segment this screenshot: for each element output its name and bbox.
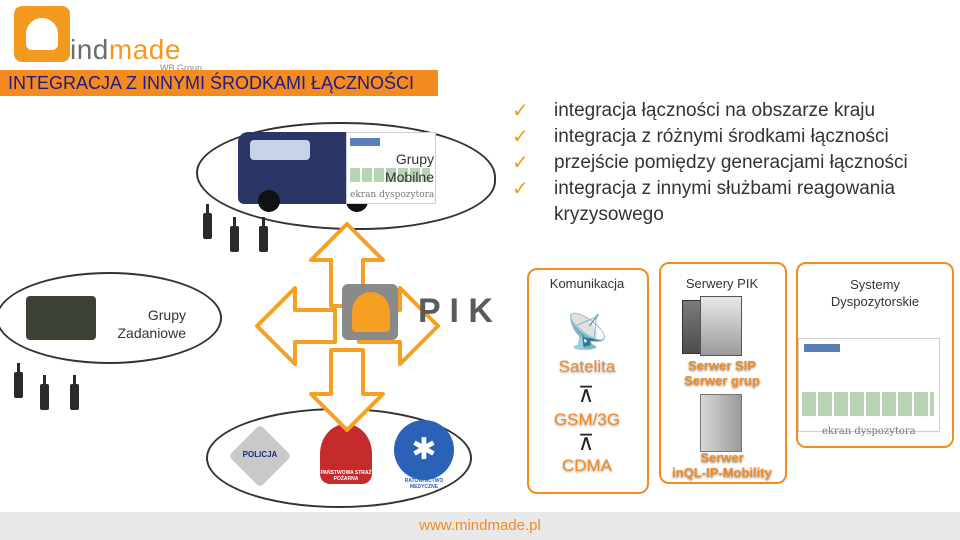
check-icon: ✓ bbox=[512, 176, 529, 202]
handheld-radio bbox=[203, 213, 212, 239]
comm-satellite: Satelita bbox=[527, 357, 647, 377]
checklist-item: ✓integracja łączności na obszarze kraju bbox=[512, 98, 952, 124]
mindmade-logo-text: indmade bbox=[70, 34, 181, 66]
screen-header bbox=[804, 344, 840, 352]
pik-label: P I K bbox=[418, 292, 493, 331]
inql-server-label: Serwer inQL-IP-Mobility bbox=[659, 450, 785, 480]
checklist-item: ✓integracja z innymi służbami reagowania… bbox=[512, 176, 952, 228]
communication-title: Komunikacja bbox=[527, 276, 647, 291]
dispatch-screen bbox=[798, 338, 940, 432]
checklist-item: ✓integracja z różnymi środkami łączności bbox=[512, 124, 952, 150]
antenna-icon: ⊼ bbox=[568, 382, 604, 408]
screen-rows bbox=[802, 392, 934, 416]
task-group-label: Grupy Zadaniowe bbox=[96, 306, 186, 342]
satellite-dish-icon: 📡 bbox=[566, 312, 608, 352]
check-icon: ✓ bbox=[512, 124, 529, 150]
server-tower-icon bbox=[700, 296, 742, 356]
handheld-radio bbox=[14, 372, 23, 398]
manpack-radio-image bbox=[26, 296, 96, 340]
comm-gsm: GSM/3G bbox=[527, 410, 647, 430]
dispatch-screen-caption: ekran dyspozytora bbox=[822, 426, 916, 437]
fire-service-label: PAŃSTWOWA STRAŻ POŻARNA bbox=[312, 470, 380, 482]
police-label: POLICJA bbox=[238, 450, 282, 459]
servers-title: Serwery PIK bbox=[659, 276, 785, 291]
sip-server-label: Serwer SIP Serwer grup bbox=[659, 358, 785, 388]
dispatch-title: Systemy Dyspozytorskie bbox=[796, 276, 954, 310]
handheld-radio bbox=[230, 226, 239, 252]
server-tower-icon bbox=[700, 394, 742, 452]
comm-cdma: CDMA bbox=[527, 456, 647, 476]
screen-caption: ekran dyspozytora bbox=[350, 190, 434, 200]
medical-label: RATOWNICTWO MEDYCZNE bbox=[394, 478, 454, 490]
check-icon: ✓ bbox=[512, 98, 529, 124]
footer-url[interactable]: www.mindmade.pl bbox=[0, 517, 960, 534]
van-window bbox=[250, 140, 310, 160]
handheld-radio bbox=[40, 384, 49, 410]
pik-logo-m bbox=[352, 292, 390, 332]
star-of-life-icon: ✱ bbox=[408, 434, 440, 466]
check-icon: ✓ bbox=[512, 150, 529, 176]
van-wheel bbox=[258, 190, 280, 212]
screen-header bbox=[350, 138, 380, 146]
handheld-radio bbox=[70, 384, 79, 410]
server-rack-icon bbox=[682, 300, 702, 354]
mindmade-logo-mark bbox=[14, 6, 70, 62]
antenna-icon: ⊼ bbox=[568, 430, 604, 456]
checklist-item: ✓przejście pomiędzy generacjami łącznośc… bbox=[512, 150, 952, 176]
mobile-group-label: Grupy Mobilne bbox=[360, 150, 434, 186]
feature-checklist: ✓integracja łączności na obszarze kraju … bbox=[512, 98, 952, 228]
page-title: INTEGRACJA Z INNYMI ŚRODKAMI ŁĄCZNOŚCI bbox=[8, 73, 414, 94]
